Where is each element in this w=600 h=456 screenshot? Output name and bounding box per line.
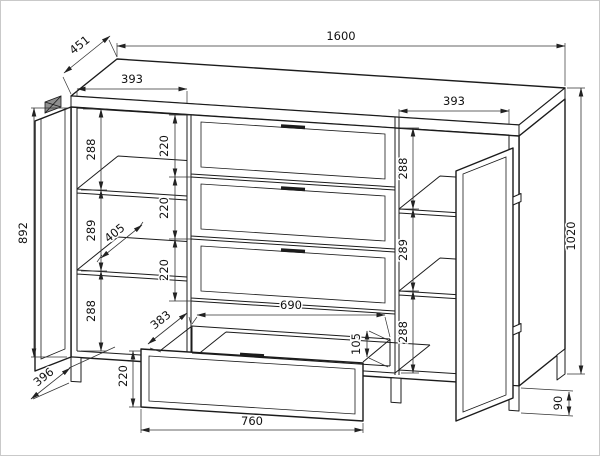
dim-label-left-width: 393 — [121, 72, 143, 86]
drawer-front-frames — [200, 121, 386, 304]
left-door — [34, 95, 72, 372]
dim-label-pitch-top: 220 — [157, 135, 171, 157]
right-door-hinges — [512, 193, 522, 336]
left-door-edge-hatch-lines — [44, 95, 62, 114]
dim-left-openings-chain: 288 289 288 — [81, 108, 107, 352]
right-door-panel — [455, 147, 514, 422]
dim-label-left-opening-bottom: 288 — [84, 300, 98, 322]
dim-label-drawer-side-height: 105 — [349, 333, 363, 355]
right-door-frame — [462, 156, 507, 413]
dim-drawer-inner-width-ext — [191, 316, 391, 338]
dim-drawer-front-height: 220 — [115, 350, 141, 408]
dim-label-total-height: 1020 — [564, 221, 578, 250]
dim-left-section-width: 393 — [76, 71, 188, 103]
dim-drawer-inner-width: 690 — [191, 297, 391, 338]
dim-total-height: 1020 — [563, 87, 585, 375]
dim-total-width: 1600 — [116, 28, 566, 86]
pulled-drawer-front — [140, 348, 364, 422]
dim-label-right-opening-bottom: 288 — [396, 321, 410, 343]
dim-drawer-side-height: 105 — [348, 330, 389, 368]
dim-plinth-ext — [520, 387, 574, 417]
dim-base-depth-line — [30, 367, 71, 400]
dim-left-chain-ext — [81, 108, 107, 352]
pulled-out-drawer — [140, 325, 391, 422]
pulled-drawer-front-frame — [148, 355, 356, 415]
dim-label-right-opening-middle: 289 — [396, 239, 410, 261]
dim-drawer-side-depth-ext — [149, 316, 193, 353]
right-side-panel — [518, 98, 566, 387]
right-door — [455, 147, 522, 422]
dim-side-height: 892 — [15, 107, 69, 358]
dim-drawer-pitch-chain: 220 220 220 — [156, 114, 193, 302]
dim-label-side-height: 892 — [16, 222, 30, 244]
pulled-drawer-handle — [239, 352, 265, 358]
drawer-stack — [190, 114, 431, 374]
dim-label-right-opening-top: 288 — [396, 158, 410, 180]
dim-label-drawer-front-height: 220 — [116, 365, 130, 387]
dim-plinth-height: 90 — [520, 387, 574, 417]
dim-drawer-side-height-ext — [368, 330, 389, 368]
dim-label-pitch-middle: 220 — [157, 197, 171, 219]
dim-drawer-front-width: 760 — [140, 409, 364, 433]
dim-label-pitch-bottom: 220 — [157, 259, 171, 281]
dim-label-plinth: 90 — [551, 396, 565, 411]
dim-drawer-chain-ext — [169, 114, 193, 302]
dim-label-total-width: 1600 — [326, 29, 355, 43]
dim-label-left-opening-middle: 289 — [84, 220, 98, 242]
dim-right-chain-ext — [401, 127, 419, 374]
dim-label-drawer-front-width: 760 — [241, 414, 263, 428]
drawer-handle-grooves — [280, 124, 306, 254]
dim-label-drawer-inner-width: 690 — [280, 298, 302, 312]
dim-side-height-ext — [31, 107, 69, 358]
dim-depth-line — [63, 35, 111, 74]
dim-label-left-opening-top: 288 — [84, 139, 98, 161]
left-door-frame — [40, 108, 66, 360]
drawer-fronts — [190, 114, 396, 312]
dim-right-openings-chain: 288 289 288 — [395, 127, 419, 374]
dim-shelf-depth-line — [100, 224, 143, 259]
left-door-panel — [34, 106, 72, 372]
dim-drawer-side-depth-line — [147, 312, 188, 345]
dim-right-section-width: 393 — [398, 93, 510, 124]
dim-left-width-ext — [76, 91, 188, 103]
dim-label-right-width: 393 — [443, 94, 465, 108]
